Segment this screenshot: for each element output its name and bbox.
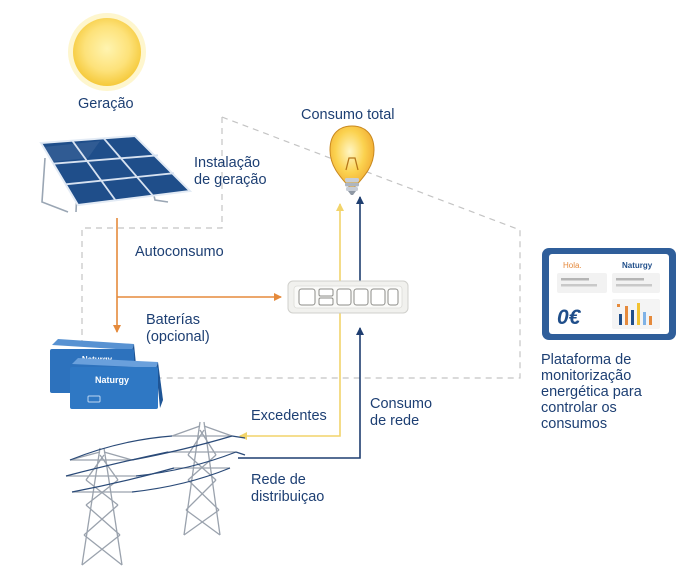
smart-meter-icon <box>287 280 409 314</box>
light-bulb-icon <box>329 125 375 195</box>
tablet-brand: Naturgy <box>622 261 653 270</box>
self-consumption-flow <box>113 218 282 333</box>
dashed-boundary <box>81 116 521 379</box>
monitoring-tablet-icon: Hola. Naturgy 0€ <box>542 248 676 340</box>
sun-icon <box>68 13 146 91</box>
generation-installation-label: Instalação de geração <box>194 155 267 188</box>
batteries-label: Baterías (opcional) <box>146 312 210 345</box>
power-cables <box>65 435 246 493</box>
monitoring-platform-label: Plataforma de monitorização energética p… <box>541 352 642 432</box>
power-tower-icon <box>66 421 236 566</box>
self-consumption-label: Autoconsumo <box>135 244 224 260</box>
generation-label: Geração <box>78 96 134 112</box>
solar-panel-icon <box>39 134 193 213</box>
battery-brand-front: Naturgy <box>95 375 129 385</box>
distribution-grid-label: Rede de distribuiçao <box>251 472 325 505</box>
grid-consumption-flow <box>238 196 364 459</box>
grid-consumption-label: Consumo de rede <box>370 396 433 429</box>
battery-icon: Naturgy Naturgy <box>50 339 163 409</box>
tablet-greeting: Hola. <box>563 261 582 270</box>
surplus-flow <box>239 203 344 440</box>
total-consumption-label: Consumo total <box>301 107 395 123</box>
surplus-label: Excedentes <box>251 408 327 424</box>
tablet-amount: 0€ <box>557 306 582 329</box>
